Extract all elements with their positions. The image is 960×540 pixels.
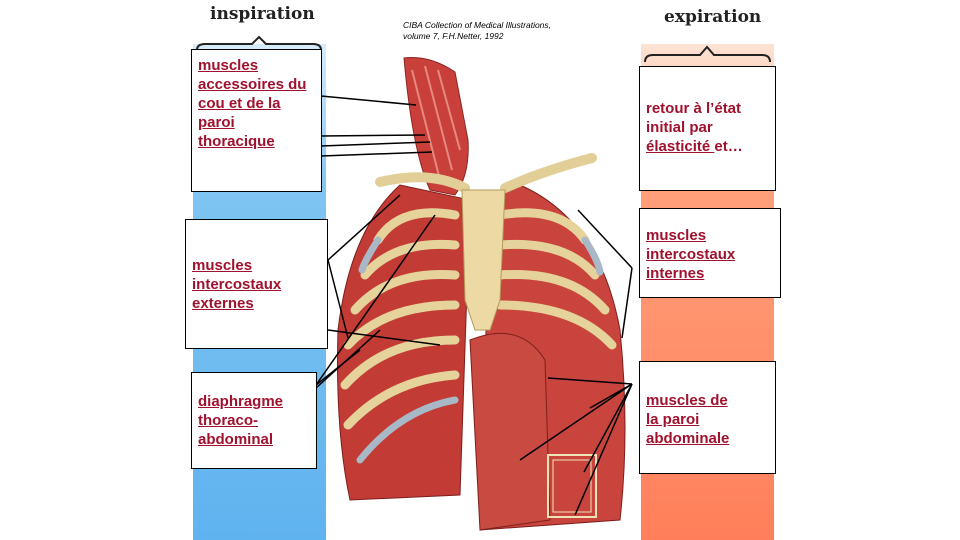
label-line: retour à l’état [646, 100, 742, 117]
label-line: internes [646, 265, 705, 282]
expiration-brace [644, 45, 771, 63]
label-line: thoracique [198, 133, 275, 150]
label-suffix: et… [714, 138, 743, 155]
label-line: intercostaux [192, 276, 282, 293]
citation: CIBA Collection of Medical Illustrations… [403, 20, 551, 42]
label-accessory-muscles: muscles accessoires du cou et de la paro… [191, 49, 322, 192]
label-line: la paroi [646, 411, 700, 428]
label-line: cou et de la [198, 95, 281, 112]
label-diaphragm: diaphragme thoraco- abdominal [191, 372, 317, 469]
citation-line-2: volume 7, F.H.Netter, 1992 [403, 31, 504, 41]
label-line: muscles [198, 57, 259, 74]
label-internal-intercostals: muscles intercostaux internes [639, 208, 781, 298]
label-line: intercostaux [646, 246, 736, 263]
label-line: élasticité et… [646, 137, 769, 156]
ribs [340, 208, 617, 430]
label-line: paroi [198, 114, 235, 131]
label-elastic-return: retour à l’état initial par élasticité e… [639, 66, 776, 191]
label-line: muscles [646, 227, 707, 244]
label-abdominal-wall: muscles de la paroi abdominale [639, 361, 776, 474]
sternum [461, 189, 506, 331]
label-line: muscles de [646, 392, 728, 409]
inspiration-brace [196, 35, 322, 51]
label-line: initial par [646, 119, 713, 136]
label-line: abdominale [646, 430, 730, 447]
citation-line-1: CIBA Collection of Medical Illustrations… [403, 20, 552, 30]
label-line: muscles [192, 257, 253, 274]
label-line: thoraco- [198, 412, 258, 429]
label-connectors [315, 95, 633, 516]
label-line: accessoires du [198, 76, 307, 93]
label-line: abdominal [198, 431, 274, 448]
elasticity-term: élasticité [646, 138, 715, 155]
label-line: externes [192, 295, 254, 312]
expiration-heading: expiration [664, 7, 762, 27]
label-line: diaphragme [198, 393, 284, 410]
rectus-abdominis [469, 332, 551, 531]
label-external-intercostals: muscles intercostaux externes [185, 219, 328, 349]
inspiration-heading: inspiration [210, 4, 315, 24]
